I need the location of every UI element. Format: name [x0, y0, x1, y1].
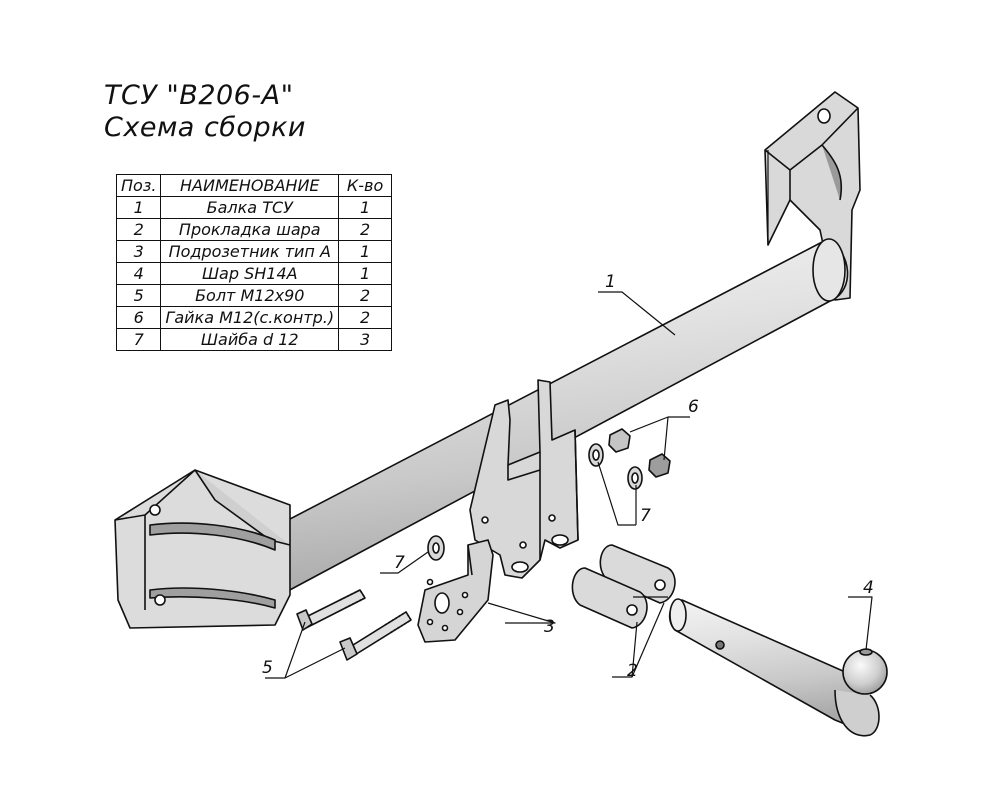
- drawing-title: ТСУ "B206-A" Схема сборки: [104, 80, 306, 144]
- table-row: 7 Шайба d 12 3: [115, 328, 393, 351]
- center-mount-plates: [469, 379, 579, 579]
- callout-4: 4: [863, 578, 874, 598]
- ball-spacer-plates: [571, 544, 676, 629]
- cell-name: Гайка М12(с.контр.): [160, 306, 340, 329]
- callout-7-right: 7: [640, 506, 651, 526]
- title-subtitle: Схема сборки: [104, 112, 306, 143]
- cell-qty: 2: [338, 284, 393, 307]
- cell-name: Болт М12х90: [160, 284, 340, 307]
- callout-2: 2: [627, 661, 638, 681]
- cell-name: Балка ТСУ: [160, 196, 340, 219]
- cell-qty: 3: [338, 328, 393, 351]
- cell-name: Прокладка шара: [160, 218, 340, 241]
- washers-and-nuts: [427, 428, 671, 561]
- title-model: ТСУ "B206-A": [104, 80, 294, 111]
- callout-1: 1: [605, 272, 616, 292]
- crossbar-tube: [259, 238, 849, 593]
- cell-pos: 7: [115, 328, 162, 351]
- cell-pos: 6: [115, 306, 162, 329]
- left-mounting-bracket: [114, 469, 291, 629]
- table-row: 4 Шар SH14A 1: [115, 262, 393, 285]
- leader-lines: [265, 291, 873, 679]
- table-row: 2 Прокладка шара 2: [115, 218, 393, 241]
- cell-name: Шар SH14A: [160, 262, 340, 285]
- table-row: 6 Гайка М12(с.контр.) 2: [115, 306, 393, 329]
- callout-3: 3: [544, 617, 555, 637]
- callout-5: 5: [262, 658, 273, 678]
- callout-7-left: 7: [394, 553, 405, 573]
- header-pos: Поз.: [115, 174, 162, 197]
- table-header-row: Поз. НАИМЕНОВАНИЕ К-во: [115, 174, 393, 197]
- tow-ball-arm: [668, 598, 888, 737]
- table-row: 1 Балка ТСУ 1: [115, 196, 393, 219]
- socket-plate: [417, 539, 494, 643]
- tow-ball: [842, 649, 888, 695]
- callout-6: 6: [688, 397, 699, 417]
- cell-pos: 1: [115, 196, 162, 219]
- cell-name: Шайба d 12: [160, 328, 340, 351]
- parts-table: Поз. НАИМЕНОВАНИЕ К-во 1 Балка ТСУ 1 2 П…: [115, 174, 393, 351]
- table-row: 5 Болт М12х90 2: [115, 284, 393, 307]
- bolts: [296, 589, 412, 661]
